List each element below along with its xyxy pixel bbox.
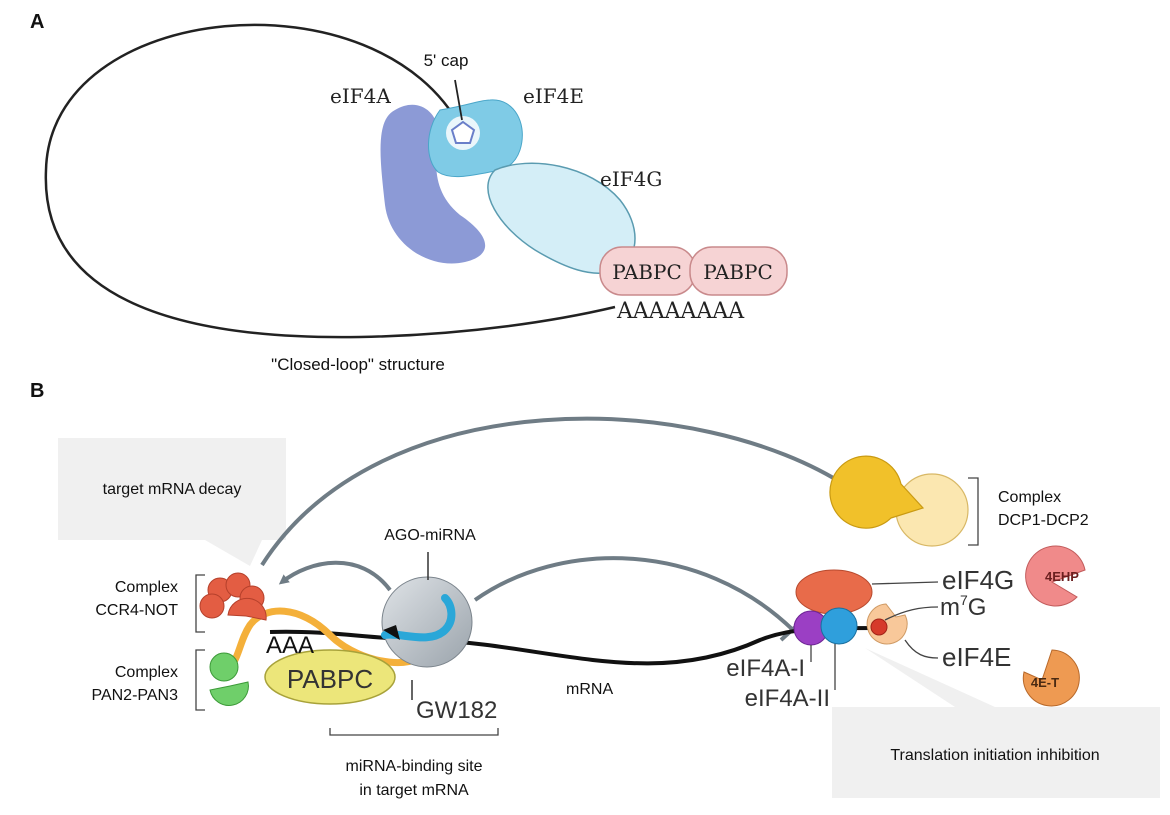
arrow-to-ccr4 bbox=[278, 560, 392, 592]
ago-label: AGO-miRNA bbox=[384, 527, 476, 544]
pan2-pan3-complex bbox=[209, 652, 249, 706]
pan-bracket bbox=[195, 649, 205, 711]
ccr4-not-complex bbox=[199, 572, 267, 621]
dcp-label-1: Complex bbox=[998, 489, 1061, 506]
ccr4-label-1: Complex bbox=[115, 579, 178, 596]
mirna-arrowhead bbox=[383, 625, 400, 640]
pabpc-b-label: PABPC bbox=[287, 664, 373, 694]
decay-callout-box bbox=[58, 438, 286, 566]
m7g-cap bbox=[870, 618, 888, 636]
binding-site-label-2: in target mRNA bbox=[359, 782, 469, 799]
four-ehp-shape bbox=[1025, 545, 1086, 607]
ago-sphere bbox=[381, 576, 473, 668]
eif4a2-b-shape bbox=[820, 607, 858, 645]
eif4g-b-label: eIF4G bbox=[942, 565, 1014, 595]
eif4e-label: eIF4E bbox=[523, 84, 584, 108]
m7g-sup: 7 bbox=[960, 592, 968, 608]
polya-label: AAAAAAAA bbox=[616, 299, 745, 324]
pabpc-a-label-1: PABPC bbox=[612, 260, 682, 284]
dcp1-shape bbox=[829, 455, 925, 529]
cap-pointer bbox=[454, 79, 463, 121]
eif4e-b-label: eIF4E bbox=[942, 642, 1011, 672]
eif4a2-label: eIF4A-II bbox=[745, 685, 830, 712]
inhibition-callout-box bbox=[832, 648, 1160, 798]
panel-b-letter: B bbox=[30, 380, 44, 402]
gw182-label: GW182 bbox=[416, 697, 497, 724]
arrow-to-dcp bbox=[260, 416, 852, 567]
gw182-strand bbox=[226, 607, 436, 672]
four-ehp-label: 4EHP bbox=[1045, 569, 1079, 584]
aaa-label: AAA bbox=[266, 632, 314, 659]
m7g-leader bbox=[884, 606, 939, 621]
closed-loop-caption: "Closed-loop" structure bbox=[271, 355, 445, 374]
cap-label: 5' cap bbox=[424, 51, 469, 70]
pan-label-1: Complex bbox=[115, 664, 178, 681]
dcp-bracket bbox=[968, 477, 979, 546]
inhibition-callout-text: Translation initiation inhibition bbox=[890, 747, 1099, 764]
eif4g-label: eIF4G bbox=[600, 167, 662, 191]
four-et-shape bbox=[1022, 649, 1080, 707]
ccr4-bracket bbox=[195, 574, 205, 633]
ccr4-label-2: CCR4-NOT bbox=[95, 602, 178, 619]
closed-loop-mrna bbox=[44, 23, 616, 339]
m7g-label: m7G bbox=[940, 592, 986, 621]
mrna-label: mRNA bbox=[566, 681, 613, 698]
inhibition-arrow bbox=[473, 556, 795, 632]
pabpc-a-2 bbox=[689, 246, 788, 296]
eif4g-b-shape bbox=[795, 569, 873, 615]
binding-site-bracket bbox=[329, 728, 499, 736]
mrna-line bbox=[269, 626, 879, 666]
m7g-end: G bbox=[968, 594, 987, 621]
eif4a-label: eIF4A bbox=[330, 84, 391, 108]
eif4a1-label: eIF4A-I bbox=[726, 655, 805, 682]
four-et-label: 4E-T bbox=[1031, 675, 1059, 690]
dcp-label-2: DCP1-DCP2 bbox=[998, 512, 1089, 529]
m7g-base: m bbox=[940, 594, 960, 621]
decay-callout-text: target mRNA decay bbox=[103, 481, 242, 498]
panel-a-letter: A bbox=[30, 11, 44, 33]
eif4g-b-leader bbox=[871, 581, 939, 585]
pabpc-a-label-2: PABPC bbox=[703, 260, 773, 284]
pan-label-2: PAN2-PAN3 bbox=[91, 687, 178, 704]
eif4a-shape bbox=[380, 104, 486, 264]
eif4e-b-leader bbox=[904, 639, 939, 659]
pabpc-b-shape bbox=[264, 649, 396, 705]
mirna-strand bbox=[381, 594, 456, 642]
cap-icon bbox=[450, 120, 476, 144]
binding-site-label-1: miRNA-binding site bbox=[346, 758, 483, 775]
